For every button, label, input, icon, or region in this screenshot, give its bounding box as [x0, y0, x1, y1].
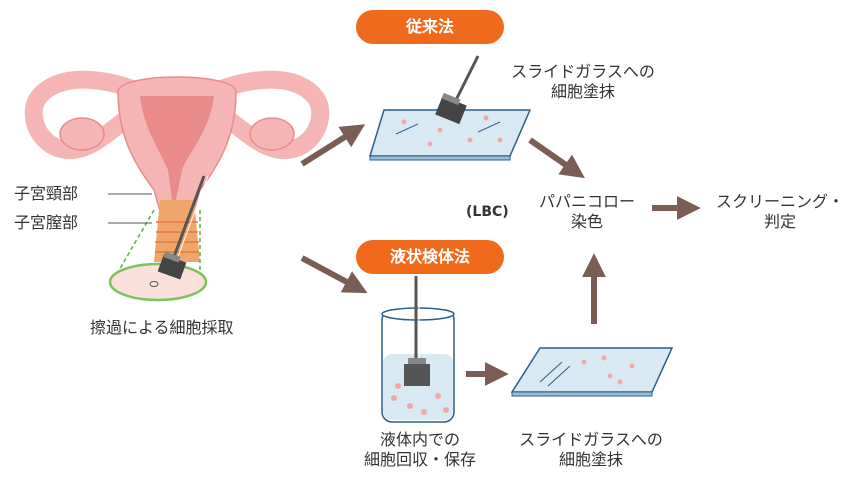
label-smear-bottom: スライドガラスへの 細胞塗抹	[506, 430, 676, 470]
glass-slide-icon	[368, 55, 532, 161]
uterus-illustration	[24, 70, 330, 302]
label-staining-line2: 染色	[570, 212, 603, 231]
flow-arrow-icon-to-liquid	[300, 255, 368, 294]
smear-cells-bottom	[581, 355, 635, 385]
label-screening-line1: スクリーニング・	[715, 192, 844, 211]
conventional-method-badge: 従来法	[356, 10, 504, 44]
label-vaginal-part: 子宮膣部	[14, 213, 79, 232]
label-smear-top: スライドガラスへの 細胞塗抹	[498, 62, 668, 102]
label-screening: スクリーニング・ 判定	[700, 192, 860, 232]
external-os	[149, 281, 159, 287]
left-ovary	[59, 117, 105, 151]
label-lbc: (LBC)	[466, 204, 509, 220]
label-screening-line2: 判定	[763, 212, 796, 231]
cytology-brush-icon	[157, 175, 209, 280]
flow-arrow-icon-to-conventional	[300, 124, 366, 167]
flow-arrow-icon-slide-to-stain	[528, 137, 585, 179]
flow-arrows	[300, 124, 701, 386]
slide-bottom	[510, 347, 674, 393]
cytology-brush-icon-slide	[435, 55, 483, 125]
projection-line-left	[117, 209, 155, 273]
liquid-method-badge: 液状検体法	[356, 240, 504, 274]
label-collection-caption: 擦過による細胞採取	[90, 318, 234, 337]
label-smear-top-line1: スライドガラスへの	[511, 62, 655, 81]
vial-liquid	[383, 354, 453, 420]
label-smear-bottom-line1: スライドガラスへの	[519, 430, 663, 449]
label-staining-line1: パパニコロー	[538, 192, 635, 211]
label-staining: パパニコロー 染色	[524, 192, 650, 232]
right-ovary	[249, 117, 295, 151]
label-smear-top-line2: 細胞塗抹	[550, 82, 615, 101]
suspended-cells	[391, 383, 449, 415]
external-os-ring	[108, 262, 208, 302]
smear-cells-top	[401, 115, 503, 147]
label-liquid-line1: 液体内での	[379, 430, 460, 449]
label-liquid-line2: 細胞回収・保存	[363, 450, 476, 469]
glass-slide-icon-bottom	[510, 347, 674, 397]
liquid-vial-icon	[381, 276, 455, 423]
label-liquid-collection: 液体内での 細胞回収・保存	[340, 430, 500, 470]
uterine-cavity	[140, 96, 214, 200]
label-cervix: 子宮頸部	[14, 184, 79, 203]
label-smear-bottom-line2: 細胞塗抹	[558, 450, 623, 469]
